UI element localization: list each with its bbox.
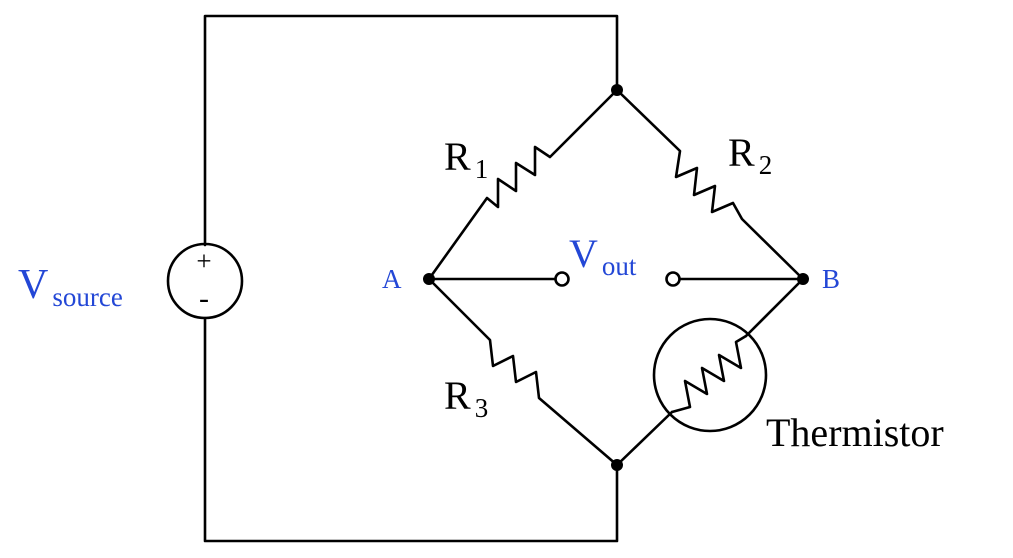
thermistor-wire-lower [615, 410, 674, 467]
thermistor-resistor [670, 334, 748, 414]
thermistor [652, 317, 768, 433]
node-a-label: A [382, 264, 402, 294]
r3-label-main: R [444, 373, 471, 418]
vsource-label: V source [18, 262, 123, 312]
voltage-source-circle [166, 242, 244, 320]
minus-sign: - [199, 282, 209, 315]
r1-label: R 1 [444, 134, 488, 184]
r2-label: R 2 [728, 130, 772, 180]
thermistor-label: Thermistor [766, 410, 944, 455]
vout-terminal-left [554, 271, 570, 287]
resistor-r1 [427, 88, 619, 281]
thermistor-wire [744, 277, 805, 338]
r1-label-sub: 1 [475, 154, 489, 184]
thermistor-circle [652, 317, 768, 433]
vout-label: V out [569, 231, 637, 281]
node-b-label: B [822, 264, 840, 294]
r2-label-sub: 2 [759, 150, 773, 180]
vout-label-main: V [569, 231, 598, 276]
top-node-dot [611, 84, 623, 96]
vsource-label-main: V [18, 262, 48, 308]
vout-label-sub: out [602, 251, 637, 281]
r3-label: R 3 [444, 373, 488, 423]
r3-label-sub: 3 [475, 393, 489, 423]
top-wire [203, 14, 619, 247]
resistor-r2 [615, 88, 805, 281]
bottom-wire [203, 316, 619, 543]
voltage-source: + - [166, 242, 244, 320]
vsource-label-sub: source [52, 282, 122, 312]
plus-sign: + [196, 246, 211, 276]
node-b-dot [797, 273, 809, 285]
bottom-node-dot [611, 459, 623, 471]
vout-terminal-right [665, 271, 681, 287]
r1-label-main: R [444, 134, 471, 179]
resistor-r3 [427, 277, 619, 467]
r2-label-main: R [728, 130, 755, 175]
node-a-dot [423, 273, 435, 285]
